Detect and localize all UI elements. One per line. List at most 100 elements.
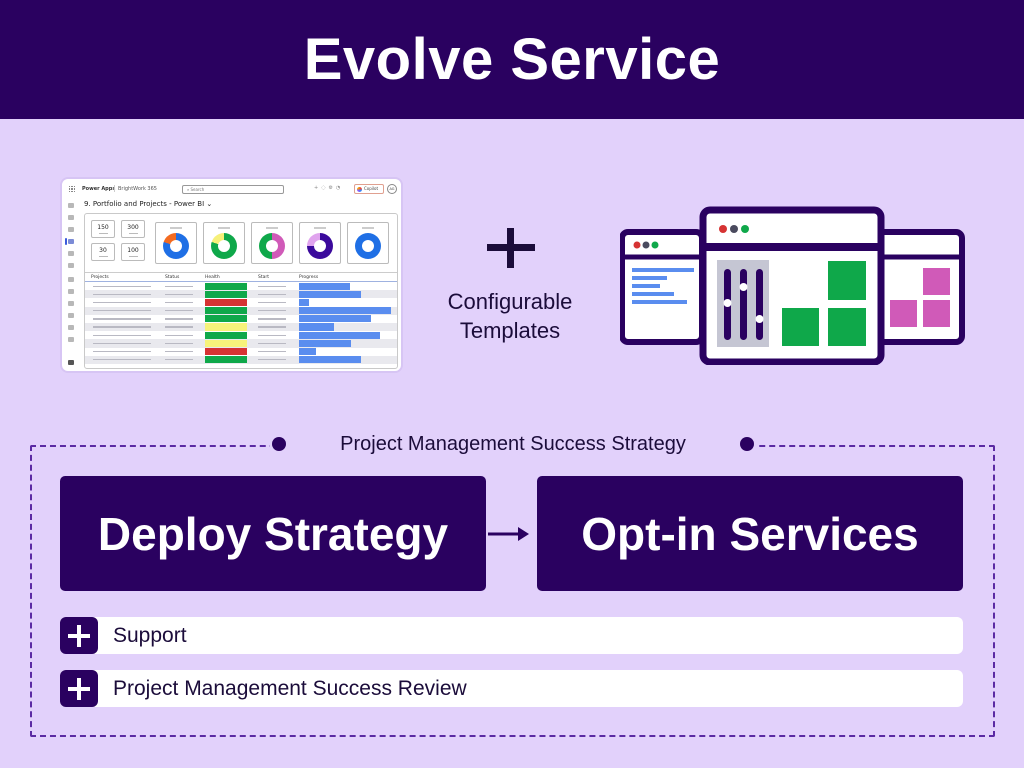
frame-label-background	[270, 432, 758, 460]
column-header: Start	[258, 275, 269, 280]
plus-icon[interactable]	[60, 670, 98, 707]
dot-icon	[740, 437, 754, 451]
projects-table: Projects Status Health Start Progress	[85, 272, 397, 364]
text-placeholder	[93, 293, 151, 295]
text-placeholder	[165, 310, 193, 312]
text-placeholder	[93, 310, 151, 312]
left-nav-rail	[62, 201, 80, 371]
card-title-placeholder	[314, 227, 326, 229]
text-placeholder	[93, 301, 151, 304]
nav-icon	[68, 277, 74, 282]
table-row	[85, 355, 397, 364]
search-input: ⌕ Search	[182, 185, 284, 194]
table-row	[85, 348, 397, 356]
column-header: Projects	[91, 275, 109, 280]
table-header: Projects Status Health Start Progress	[85, 272, 397, 282]
header-banner: Evolve Service	[0, 0, 1024, 119]
templates-illustration	[620, 206, 965, 365]
kpi-card: 100	[121, 243, 145, 261]
text-placeholder	[258, 351, 286, 353]
health-cell	[205, 331, 247, 339]
health-cell	[205, 290, 247, 298]
report-title: 9. Portfolio and Projects - Power BI ⌄	[84, 200, 212, 208]
toolbar-icons: +◌⚙◔	[314, 185, 344, 191]
text-placeholder	[258, 359, 286, 361]
health-cell	[205, 339, 247, 347]
text-placeholder	[93, 342, 151, 345]
chevron-down-icon: ⌄	[204, 200, 213, 208]
report-title-text: 9. Portfolio and Projects - Power BI	[84, 200, 205, 208]
page-title: Evolve Service	[303, 27, 721, 92]
nav-icon	[68, 289, 74, 294]
health-cell	[205, 307, 247, 315]
donut-3	[259, 233, 285, 259]
waffle-icon	[69, 186, 75, 192]
health-cell	[205, 356, 247, 364]
left-window-icon	[620, 229, 705, 345]
item-label: Support	[113, 623, 187, 647]
table-row	[85, 298, 397, 307]
donut-chart-card	[347, 222, 389, 264]
item-label: Project Management Success Review	[113, 676, 467, 700]
app-subtitle: BrightWork 365	[118, 186, 157, 192]
configurable-templates-label: Configurable Templates	[420, 287, 600, 345]
text-placeholder	[165, 326, 193, 328]
progress-bar	[299, 282, 350, 290]
text-placeholder	[165, 342, 193, 345]
warning-icon	[68, 301, 74, 306]
progress-bar	[299, 339, 352, 347]
table-row	[85, 322, 397, 332]
column-header: Status	[165, 275, 180, 280]
warning-icon	[68, 325, 74, 330]
text-placeholder	[165, 318, 193, 320]
label-line: Configurable	[447, 289, 573, 314]
progress-bar	[299, 307, 391, 315]
table-row	[85, 282, 397, 290]
support-item[interactable]: Support	[60, 617, 963, 654]
donut-chart-card	[155, 222, 197, 264]
nav-icon	[68, 251, 74, 256]
kpi-card: 150	[91, 220, 115, 238]
text-placeholder	[165, 285, 193, 287]
column-header: Health	[205, 275, 220, 280]
table-row	[85, 331, 397, 339]
card-title-placeholder	[170, 227, 182, 229]
kpi-card: 30	[91, 243, 115, 261]
text-placeholder	[258, 342, 286, 345]
divider	[114, 185, 115, 192]
search-placeholder: Search	[190, 187, 205, 192]
text-placeholder	[258, 318, 286, 320]
table-row	[85, 339, 397, 348]
donut-1	[163, 233, 189, 259]
table-row	[85, 315, 397, 323]
area-switcher-icon	[68, 360, 74, 365]
donut-5	[355, 233, 381, 259]
copilot-button: Copilot	[354, 184, 384, 194]
card-title-placeholder	[362, 227, 374, 229]
card-title-placeholder	[218, 227, 230, 229]
progress-bar	[299, 290, 361, 298]
arrow-right-icon	[488, 527, 529, 541]
text-placeholder	[93, 334, 151, 336]
copilot-label: Copilot	[364, 186, 379, 191]
text-placeholder	[93, 359, 151, 361]
progress-bar	[299, 323, 334, 331]
text-placeholder	[165, 359, 193, 361]
nav-icon	[68, 313, 74, 318]
success-review-item[interactable]: Project Management Success Review	[60, 670, 963, 707]
deploy-strategy-label: Deploy Strategy	[97, 507, 449, 560]
health-cell	[205, 315, 247, 323]
menu-icon	[68, 203, 74, 208]
kpi-card: 300	[121, 220, 145, 238]
nav-icon	[68, 263, 74, 268]
donut-4	[307, 233, 333, 259]
text-placeholder	[165, 301, 193, 304]
donut-chart-card	[251, 222, 293, 264]
plus-icon[interactable]	[60, 617, 98, 654]
donut-chart-card	[299, 222, 341, 264]
text-placeholder	[93, 351, 151, 353]
text-placeholder	[93, 285, 151, 287]
column-header: Progress	[299, 275, 319, 280]
main-window-icon	[699, 206, 885, 365]
card-title-placeholder	[266, 227, 278, 229]
